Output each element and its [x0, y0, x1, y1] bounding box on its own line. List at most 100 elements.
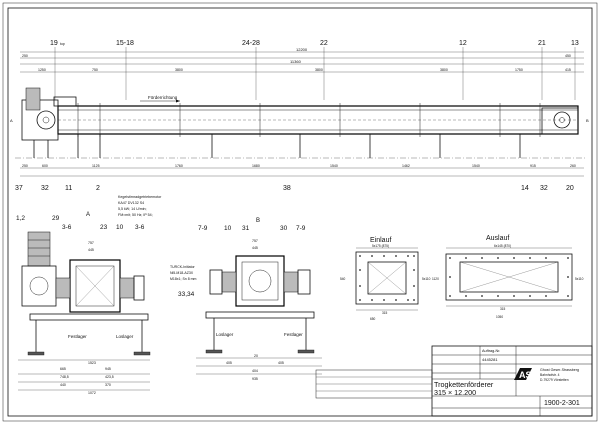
drive-motor: [25, 87, 41, 111]
callout-12: 12: [459, 40, 467, 47]
view-b-dim-3: 405: [226, 361, 232, 365]
callout-19-sub: top: [60, 42, 65, 46]
turck-0: TURCK-Initiator: [170, 265, 196, 269]
auslauf-opening: [459, 261, 559, 293]
low-dim-0: 250: [22, 164, 28, 168]
title-block: Auftrag-Nr. 4445281 AS Ghost Geser-Stras…: [431, 345, 593, 417]
view-b-label: B: [256, 218, 260, 224]
view-a-gearbox: [21, 265, 57, 307]
auftrag-label: Auftrag-Nr.: [482, 349, 500, 353]
view-a-dim-9: 423,5: [105, 375, 114, 379]
view-b-callout-0: 7-9: [198, 225, 208, 232]
view-b-dim-4: 20: [254, 354, 258, 358]
view-b-callout-3: 30: [280, 225, 288, 232]
motor-note-3: FM≈mit; 50 Hz; IP 54;: [118, 213, 153, 217]
seg-dim-1: 3800: [175, 68, 183, 72]
auftrag-no: 4445281: [482, 357, 498, 362]
view-a-dim-0: 757: [88, 241, 94, 245]
svg-text:B: B: [586, 118, 589, 123]
product-size: 315 × 12.200: [434, 388, 476, 397]
company-line-1: D-79279 Vörstetten: [540, 378, 569, 382]
dim-inner-left: 250: [22, 54, 28, 58]
product-name: Trogkettenförderer: [434, 380, 494, 389]
seg-dim-3: 3800: [440, 68, 448, 72]
view-b-dim-5: 405: [278, 361, 284, 365]
view-a-callout-1: 29: [52, 215, 60, 222]
tail-sprocket: [553, 111, 571, 129]
auslauf-dim-1: 315: [500, 307, 506, 311]
turck-2: M18x1; Sn 8 mm: [170, 277, 197, 281]
auslauf-flange: [445, 253, 573, 301]
einlauf-dim-3: 650: [370, 317, 376, 321]
company-logo: AS: [514, 368, 532, 380]
einlauf-flange: [355, 251, 419, 305]
svg-text:A: A: [10, 118, 13, 123]
tail-head: [541, 107, 579, 135]
view-a-label: A: [86, 212, 90, 218]
dim-right-a: 450: [565, 54, 571, 58]
low-dim-5: 1540: [330, 164, 338, 168]
bottom-position-callouts: 37 32 11 2 38 14 32 20: [15, 185, 574, 192]
inner-frame: [7, 7, 593, 417]
top-position-callouts: 19 top 15-18 24-28 22 12 21 13: [50, 40, 579, 100]
view-a-loslager: Loslager: [116, 334, 134, 339]
view-a-dim-8: 748,5: [60, 375, 69, 379]
view-a-dim-2: 370: [105, 383, 111, 387]
auslauf-title: Auslauf: [486, 235, 509, 242]
drawing-number: 1900-2-301: [544, 400, 580, 407]
view-a-dim-4: 1072: [88, 391, 96, 395]
view-a-dim-3: 440: [60, 383, 66, 387]
company-line-0: Bahnhofstr. 4: [540, 373, 560, 377]
view-b-base: [205, 311, 315, 319]
bottom-callout-32a: 32: [41, 185, 49, 192]
callout-24-28: 24-28: [242, 40, 260, 47]
motor-note-2: 5,5 kW; 14 U/min;: [118, 207, 147, 211]
foerderrichtung-label: Förderrichtung: [148, 95, 178, 100]
einlauf-dim-4: 540: [340, 277, 346, 281]
low-dim-2: 1125: [92, 164, 100, 168]
bottom-callout-37: 37: [15, 185, 23, 192]
seg-dim-2: 3800: [315, 68, 323, 72]
motor-note-0: Kegelstirnradgetriebemotor: [118, 195, 162, 199]
logo-text: AS: [519, 370, 532, 380]
bottom-callout-11: 11: [65, 185, 72, 192]
dim-total: 12200: [296, 47, 308, 52]
auslauf-dim-0: 6x145 (870): [494, 244, 511, 248]
view-a-callout-3: 23: [100, 224, 108, 231]
motor-note: Kegelstirnradgetriebemotor KA47 DV132 S4…: [118, 195, 162, 217]
seg-dim-4: 1750: [515, 68, 523, 72]
low-dim-4: 1680: [252, 164, 260, 168]
view-b-dim-0: 757: [252, 239, 258, 243]
seg-dim-5: 415: [565, 68, 571, 72]
einlauf-dim-0: 5x175 (875): [372, 244, 389, 248]
callout-13: 13: [571, 40, 579, 47]
einlauf-dim-1: 315: [382, 311, 388, 315]
view-a-base: [29, 313, 149, 321]
auslauf-dim-2: 5x110: [575, 277, 584, 281]
auslauf-dim-4: 1120: [432, 277, 439, 281]
view-b-trough: [235, 255, 285, 307]
view-a-dim-5: 665: [60, 367, 66, 371]
view-b-side-callout: 33,34: [178, 291, 195, 298]
low-dim-8: 915: [530, 164, 536, 168]
inlet-flange: [53, 96, 77, 107]
view-a-callout-4: 10: [116, 224, 124, 231]
callout-22: 22: [320, 40, 328, 47]
view-a-festlager: Festlager: [68, 334, 87, 339]
support-legs: [33, 134, 521, 158]
overall-dimensions: 12200 250 450 11360 1250 750 3800 3800 3…: [20, 47, 584, 73]
view-a-motor: [27, 231, 51, 267]
dim-left: 1250: [38, 68, 46, 72]
drive-sprocket: [36, 110, 56, 130]
bottom-callout-2: 2: [96, 185, 100, 192]
dim-mid: 11360: [290, 59, 302, 64]
view-b-festlager: Festlager: [284, 332, 303, 337]
view-a-callout-0: 1,2: [16, 215, 25, 222]
bottom-callout-20: 20: [566, 185, 574, 192]
view-a-callout-2: 3-6: [62, 224, 72, 231]
callout-15-18: 15-18: [116, 40, 134, 47]
view-b-dim-2: 404: [252, 369, 258, 373]
auslauf-dim-3: 1050: [496, 315, 503, 319]
